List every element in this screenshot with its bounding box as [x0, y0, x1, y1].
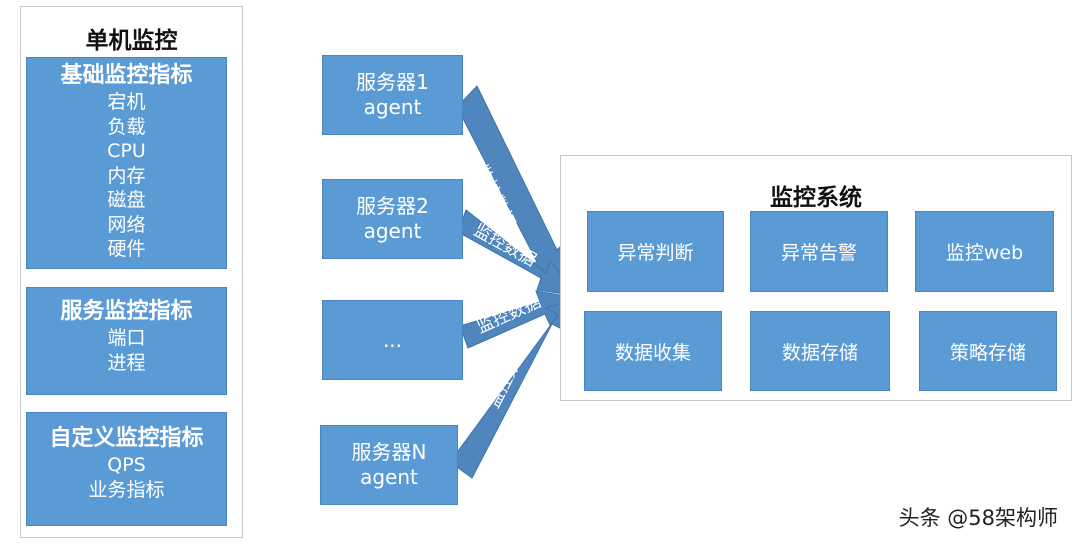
server-1-box: 服务器1 agent	[322, 55, 463, 135]
group-item: 宕机	[107, 91, 146, 113]
server-agent: agent	[363, 219, 422, 243]
group-item: 内存	[107, 164, 146, 187]
arrow-2	[457, 209, 580, 297]
group-item: 网络	[107, 213, 146, 236]
module-monitor-web: 监控web	[915, 211, 1054, 292]
custom-metrics-group: 自定义监控指标 QPS 业务指标	[26, 412, 227, 526]
module-data-storage: 数据存储	[750, 311, 890, 391]
service-metrics-group: 服务监控指标 端口 进程	[26, 287, 227, 395]
server-n-box: 服务器N agent	[320, 425, 458, 505]
module-anomaly-detection: 异常判断	[587, 211, 724, 292]
module-policy-storage: 策略存储	[919, 311, 1057, 391]
group-title: 自定义监控指标	[49, 426, 204, 451]
single-monitor-title: 单机监控	[85, 28, 178, 54]
server-agent: agent	[363, 95, 422, 119]
module-anomaly-alert: 异常告警	[750, 211, 888, 292]
server-name: 服务器N	[351, 440, 427, 464]
monitor-system-title: 监控系统	[770, 185, 862, 211]
server-name: 服务器2	[356, 194, 429, 218]
group-item: 负载	[107, 115, 146, 138]
single-monitor-panel: 单机监控 基础监控指标 宕机 负载 CPU 内存 磁盘 网络 硬件 服务监控指标…	[20, 6, 243, 538]
watermark: 头条 @58架构师	[898, 506, 1058, 530]
group-item: 端口	[107, 327, 146, 349]
server-2-box: 服务器2 agent	[322, 179, 463, 259]
group-item: 进程	[107, 351, 146, 374]
server-ellipsis-box: ...	[322, 300, 463, 380]
group-title: 服务监控指标	[60, 299, 193, 324]
module-data-collection: 数据收集	[584, 311, 722, 391]
server-name: 服务器1	[356, 70, 429, 94]
basic-metrics-group: 基础监控指标 宕机 负载 CPU 内存 磁盘 网络 硬件	[26, 57, 227, 269]
group-item: 磁盘	[107, 189, 146, 211]
group-item: CPU	[107, 140, 146, 162]
server-agent: agent	[360, 465, 418, 489]
group-item: 硬件	[107, 238, 146, 260]
monitor-system-panel: 监控系统 异常判断 异常告警 监控web 数据收集 数据存储 策略存储	[560, 155, 1072, 401]
group-item: QPS	[107, 454, 146, 476]
server-name: ...	[382, 327, 403, 352]
group-item: 业务指标	[88, 478, 165, 501]
group-title: 基础监控指标	[60, 63, 193, 88]
